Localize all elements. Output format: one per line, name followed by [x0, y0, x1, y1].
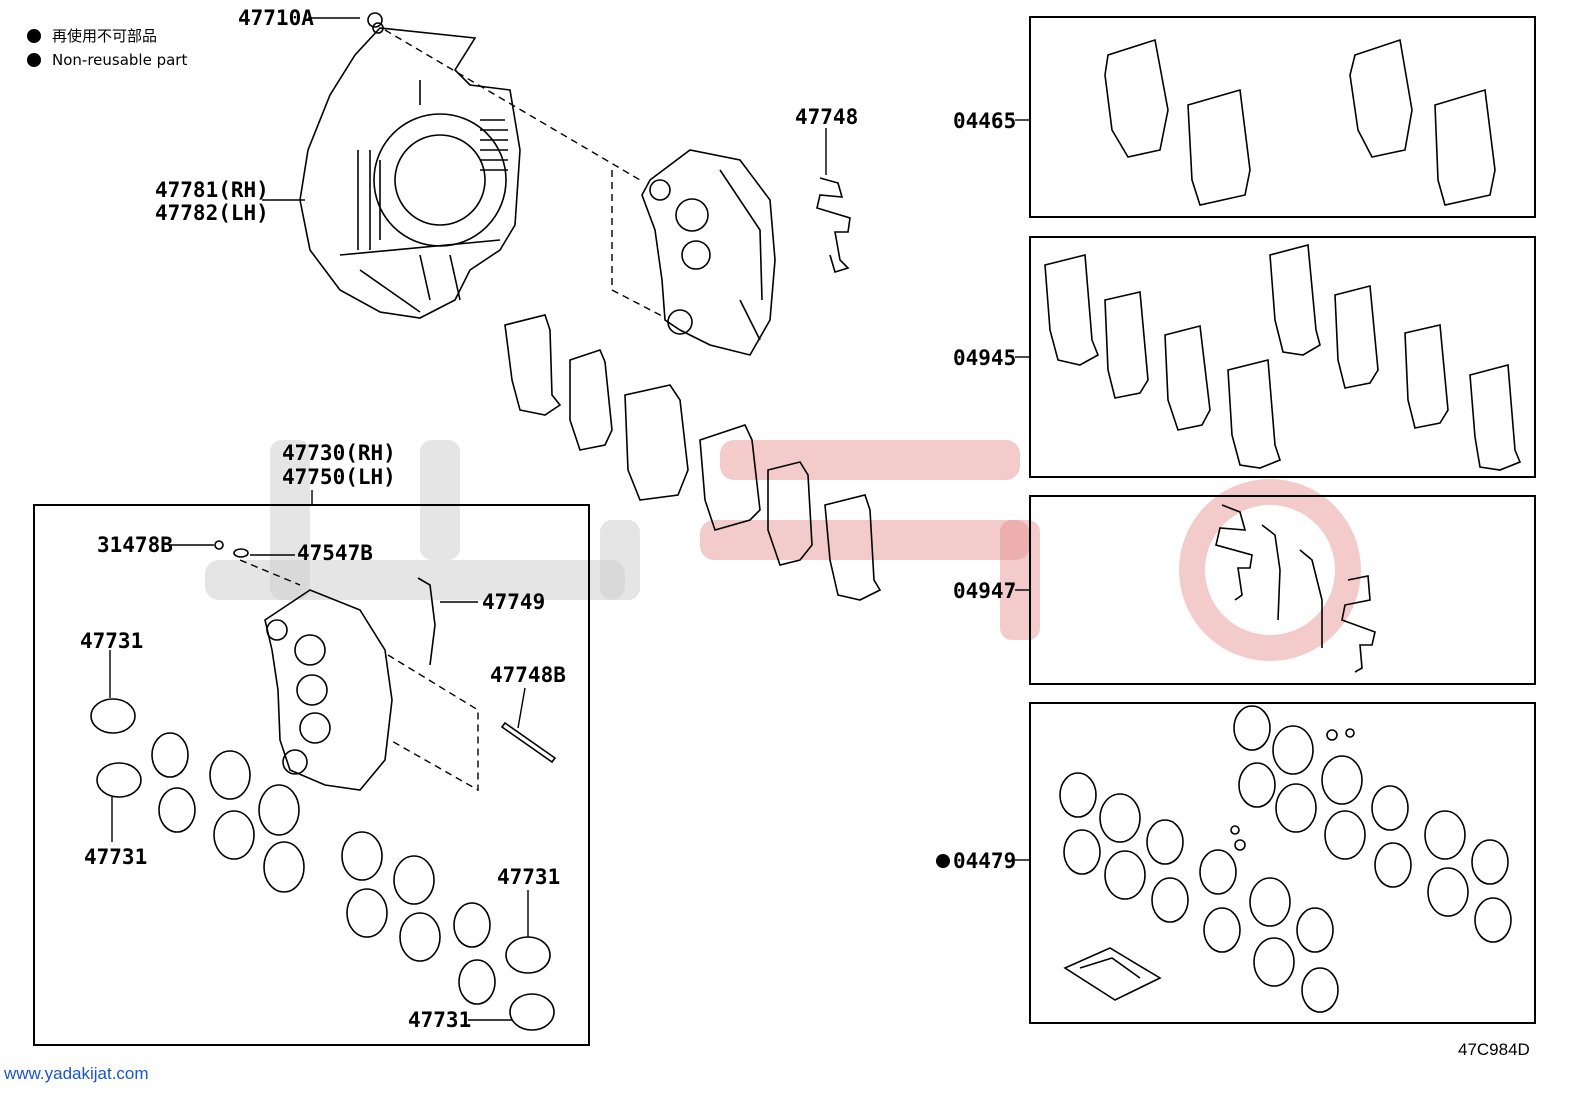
diagram-code: 47C984D [1458, 1040, 1530, 1059]
kit-box-04465 [1029, 16, 1536, 218]
footer-website-link[interactable]: www.yadakijat.com [3, 1064, 149, 1083]
legend-bullet-icon [27, 53, 41, 67]
label-47730: 47730(RH) [282, 441, 396, 465]
kit-box-04947 [1029, 495, 1536, 685]
dust-shield-drawing [299, 12, 521, 319]
label-47731-left: 47731 [84, 845, 147, 869]
leader-lines [109, 17, 1030, 1021]
non-reusable-bullet-icon [936, 854, 950, 868]
legend-japanese: 再使用不可部品 [52, 27, 157, 45]
label-47710A: 47710A [238, 6, 314, 30]
legend: 再使用不可部品 Non-reusable part [27, 27, 187, 69]
caliper-top-drawing [641, 149, 776, 356]
assembly-lines-top [384, 29, 663, 317]
label-04465: 04465 [953, 109, 1016, 133]
center-pads-drawing [504, 314, 882, 601]
label-04947: 04947 [953, 579, 1016, 603]
seals-04479-drawing [1059, 705, 1512, 1013]
label-04479: 04479 [953, 849, 1016, 873]
label-47781: 47781(RH) [155, 178, 269, 202]
label-47731-bottom: 47731 [408, 1008, 471, 1032]
label-47731-top: 47731 [80, 629, 143, 653]
pads-04945-drawing [1044, 243, 1522, 471]
label-31478B: 31478B [97, 533, 173, 557]
label-47748B: 47748B [490, 663, 566, 687]
clip-47748-drawing [816, 177, 851, 274]
kit-box-04945 [1029, 236, 1536, 478]
pads-04465-drawing [1104, 38, 1496, 206]
small-parts-lower [214, 540, 557, 764]
label-47731-right: 47731 [497, 865, 560, 889]
legend-bullet-icon [27, 29, 41, 43]
label-47748: 47748 [795, 105, 858, 129]
label-47782: 47782(LH) [155, 201, 269, 225]
label-47749: 47749 [482, 590, 545, 614]
clips-04947-drawing [1215, 504, 1376, 673]
label-47750: 47750(LH) [282, 465, 396, 489]
kit-box-04479 [1029, 702, 1536, 1024]
caliper-lower-drawing [239, 559, 479, 792]
piston-seals-lower [90, 698, 555, 1031]
label-47547B: 47547B [297, 541, 373, 565]
label-04945: 04945 [953, 346, 1016, 370]
legend-english: Non-reusable part [52, 51, 187, 69]
